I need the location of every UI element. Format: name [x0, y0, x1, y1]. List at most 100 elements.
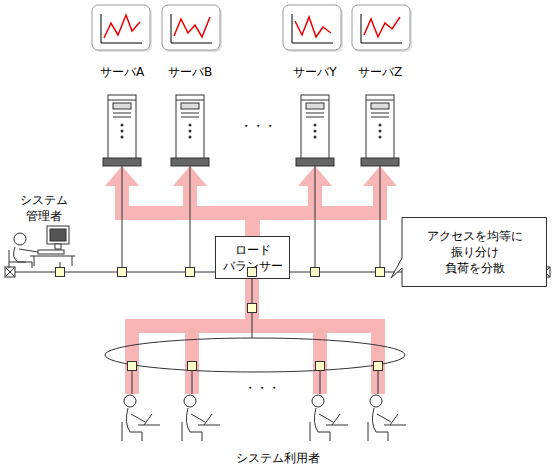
node-text: アクセスを均等に 振り分け 負荷を分散 [420, 228, 530, 276]
role-label: システム 管理者 [8, 192, 80, 224]
server-tower [103, 158, 141, 166]
server-tower [366, 100, 394, 117]
connection-point [248, 304, 257, 313]
user-figure [182, 422, 183, 441]
server-tower [296, 95, 334, 166]
node-text: サーバA [100, 64, 144, 80]
user-figure [310, 422, 311, 441]
ellipsis-mark: ・・・ [228, 118, 288, 134]
connection-point [118, 268, 127, 277]
user-figure [131, 414, 145, 422]
server-tower [314, 136, 317, 139]
access-arrow [122, 186, 253, 236]
connection-point [128, 362, 137, 371]
server-tower [314, 130, 317, 133]
user-figure [310, 395, 348, 441]
server-tower [361, 95, 399, 166]
server-tower [306, 103, 324, 109]
user-figure [122, 395, 160, 441]
connection-point [186, 268, 195, 277]
admin-figure [47, 226, 69, 244]
server-node: サーバY [287, 64, 343, 166]
user-figure [138, 414, 160, 425]
server-tower [121, 124, 124, 127]
server-tower [361, 158, 399, 166]
server-tower [296, 158, 334, 166]
chart-icon [361, 14, 402, 43]
load-balancer-box: ロード バランサー [215, 236, 290, 279]
chart-icon [92, 5, 152, 52]
server-tower [176, 95, 204, 159]
server-tower [103, 95, 141, 166]
user-figure [182, 395, 220, 441]
user-figure [312, 395, 324, 407]
role-label: システム利用者 [208, 450, 348, 466]
admin-figure [14, 233, 26, 245]
server-tower [113, 103, 131, 109]
chart-icon [364, 17, 400, 37]
node-text: サーバB [168, 64, 212, 80]
server-tower [379, 124, 382, 127]
user-figure [370, 395, 382, 407]
server-tower [171, 95, 209, 166]
chart-icon [352, 5, 412, 52]
server-tower [314, 124, 317, 127]
network-wire [105, 338, 405, 372]
server-tower [379, 136, 382, 139]
server-tower [189, 124, 192, 127]
admin-figure [30, 256, 75, 266]
server-tower [108, 95, 136, 159]
admin-figure [38, 250, 64, 254]
connection-point [376, 268, 385, 277]
user-figure [377, 414, 391, 422]
server-tower [121, 130, 124, 133]
chart-icon [283, 5, 343, 52]
node-text: サーバZ [358, 64, 402, 80]
chart-icon [104, 15, 140, 38]
admin-figure [9, 250, 26, 268]
chart-icon [92, 5, 150, 50]
server-node: サーバZ [352, 64, 408, 166]
access-arrow [190, 186, 253, 236]
user-figure [326, 414, 348, 425]
chart-icon [174, 17, 210, 37]
chart-icon [292, 14, 333, 43]
server-tower [366, 95, 394, 159]
user-figure [198, 414, 220, 425]
server-tower [379, 130, 382, 133]
ellipsis-mark: ・・・ [232, 380, 292, 396]
callout-box: アクセスを均等に 振り分け 負荷を分散 [390, 216, 548, 288]
bus-terminator [5, 267, 15, 277]
user-figure [184, 395, 196, 407]
admin-figure [19, 249, 38, 252]
user-figure [384, 414, 406, 425]
chart-icon [283, 5, 341, 50]
node-text: ロード バランサー [216, 242, 289, 274]
admin-figure [50, 229, 66, 241]
chart-icon [295, 17, 331, 37]
connection-point [188, 362, 197, 371]
connection-point [374, 362, 383, 371]
callout-shape [391, 218, 547, 287]
server-tower [181, 103, 199, 109]
chart-icon [171, 14, 212, 43]
server-tower [301, 100, 329, 117]
chart-icon [101, 14, 142, 43]
chart-icon [352, 5, 410, 50]
user-figure [122, 422, 123, 441]
server-tower [301, 95, 329, 159]
access-band [125, 279, 385, 394]
user-figure [319, 414, 333, 422]
server-tower [121, 136, 124, 139]
user-figure [191, 414, 205, 422]
node-text: サーバY [293, 64, 336, 80]
connection-point [248, 268, 257, 277]
connection-point [311, 268, 320, 277]
server-tower [176, 100, 204, 117]
bus-terminator [5, 267, 15, 277]
connection-point [56, 268, 385, 371]
